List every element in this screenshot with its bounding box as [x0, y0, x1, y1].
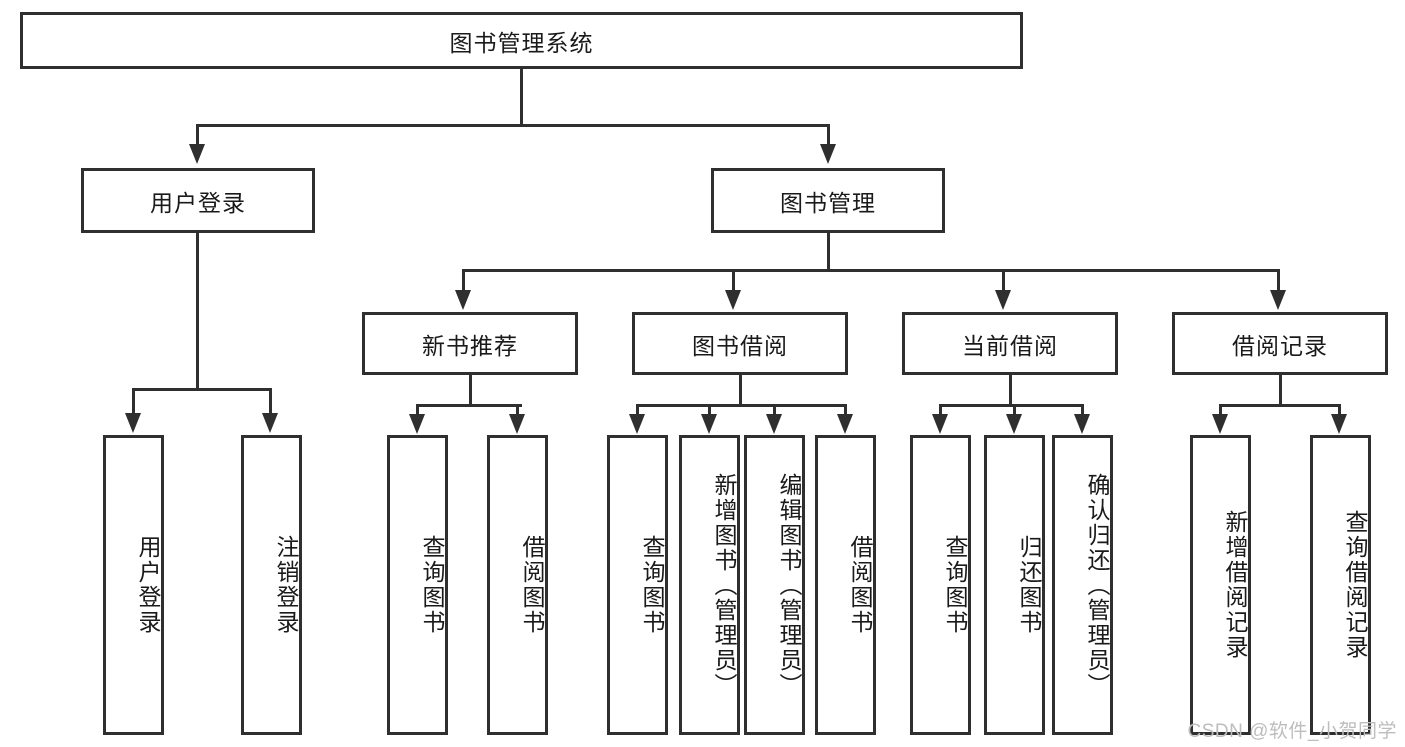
node-leaf-query-record[interactable]: 查询借阅记录	[1310, 435, 1371, 735]
edge-bm-to-new-book-rec	[462, 269, 465, 292]
node-current-borrow[interactable]: 当前借阅	[902, 312, 1118, 375]
arrow-bb-to-leaf-4	[837, 414, 853, 434]
node-new-book-rec-label: 新书推荐	[422, 332, 518, 359]
edge-br-to-leaf-1	[1219, 404, 1222, 416]
edge-bb-bus	[636, 404, 846, 407]
node-leaf-confirm-return[interactable]: 确认归还（管理员）	[1052, 435, 1113, 735]
arrow-nbr-to-leaf-2	[509, 414, 525, 434]
arrow-nbr-to-leaf-1	[409, 414, 425, 434]
arrow-cb-to-leaf-1	[932, 414, 948, 434]
edge-bb-to-leaf-3	[773, 404, 776, 416]
node-leaf-return-book[interactable]: 归还图书	[984, 435, 1045, 735]
node-book-manage-label: 图书管理	[780, 189, 876, 216]
edge-br-bus	[1219, 404, 1341, 407]
edge-user-login-to-leaf-1	[132, 388, 135, 415]
node-borrow-record-label: 借阅记录	[1232, 332, 1328, 359]
arrow-bm-to-current-borrow	[995, 290, 1011, 310]
arrow-bm-to-book-borrow	[725, 290, 741, 310]
arrow-br-to-leaf-2	[1331, 414, 1347, 434]
csdn-watermark: CSDN @软件_小贺同学	[1187, 721, 1397, 742]
node-leaf-query-book-1-label: 查询图书	[419, 535, 445, 635]
edge-br-stem	[1279, 375, 1282, 404]
edge-root-bus	[196, 124, 830, 127]
edge-user-login-stem	[196, 233, 199, 388]
arrow-bb-to-leaf-2	[701, 414, 717, 434]
edge-root-stem	[520, 69, 523, 124]
node-leaf-borrow-book-1[interactable]: 借阅图书	[487, 435, 548, 735]
arrow-cb-to-leaf-3	[1074, 414, 1090, 434]
edge-cb-to-leaf-3	[1081, 404, 1084, 416]
node-current-borrow-label: 当前借阅	[962, 332, 1058, 359]
node-leaf-add-record-label: 新增借阅记录	[1222, 510, 1248, 660]
edge-bb-to-leaf-2	[708, 404, 711, 416]
node-book-borrow-label: 图书借阅	[692, 332, 788, 359]
edge-cb-to-leaf-1	[939, 404, 942, 416]
node-leaf-query-book-3-label: 查询图书	[942, 535, 968, 635]
edge-user-login-bus	[132, 388, 272, 391]
arrow-root-to-book-manage	[820, 144, 836, 164]
node-user-login[interactable]: 用户登录	[81, 168, 315, 233]
arrow-user-login-to-leaf-1	[125, 413, 141, 433]
edge-bb-to-leaf-4	[844, 404, 847, 416]
edge-nbr-to-leaf-2	[516, 404, 519, 416]
arrow-bb-to-leaf-1	[629, 414, 645, 434]
node-book-borrow[interactable]: 图书借阅	[632, 312, 848, 375]
edge-bm-to-current-borrow	[1002, 269, 1005, 292]
arrow-br-to-leaf-1	[1212, 414, 1228, 434]
arrow-root-to-user-login	[189, 144, 205, 164]
node-leaf-add-book[interactable]: 新增图书（管理员）	[679, 435, 740, 735]
node-leaf-borrow-book-1-label: 借阅图书	[519, 535, 545, 635]
node-leaf-edit-book-label: 编辑图书（管理员）	[776, 472, 802, 698]
edge-cb-stem	[1009, 375, 1012, 404]
node-leaf-add-book-label: 新增图书（管理员）	[711, 472, 737, 698]
edge-br-to-leaf-2	[1338, 404, 1341, 416]
node-leaf-user-logout[interactable]: 注销登录	[241, 435, 302, 735]
arrow-bm-to-new-book-rec	[455, 290, 471, 310]
arrow-bm-to-borrow-record	[1270, 290, 1286, 310]
node-leaf-user-logout-label: 注销登录	[273, 535, 299, 635]
node-leaf-query-book-3[interactable]: 查询图书	[910, 435, 971, 735]
node-leaf-query-book-2-label: 查询图书	[639, 535, 665, 635]
edge-root-to-user-login	[196, 124, 199, 146]
edge-user-login-to-leaf-2	[269, 388, 272, 415]
edge-bm-to-book-borrow	[732, 269, 735, 292]
edge-cb-bus	[939, 404, 1083, 407]
edge-bb-stem	[739, 375, 742, 404]
node-leaf-query-book-2[interactable]: 查询图书	[607, 435, 668, 735]
node-leaf-borrow-book-2[interactable]: 借阅图书	[815, 435, 876, 735]
edge-nbr-to-leaf-1	[416, 404, 419, 416]
edge-nbr-bus	[416, 404, 522, 407]
node-root[interactable]: 图书管理系统	[20, 12, 1023, 69]
node-leaf-edit-book[interactable]: 编辑图书（管理员）	[744, 435, 805, 735]
node-root-label: 图书管理系统	[449, 29, 594, 56]
node-user-login-label: 用户登录	[150, 189, 246, 216]
node-leaf-user-login[interactable]: 用户登录	[103, 435, 164, 735]
node-leaf-confirm-return-label: 确认归还（管理员）	[1084, 472, 1110, 698]
node-leaf-borrow-book-2-label: 借阅图书	[847, 535, 873, 635]
arrow-cb-to-leaf-2	[1006, 414, 1022, 434]
edge-book-manage-stem	[827, 233, 830, 269]
node-leaf-return-book-label: 归还图书	[1016, 535, 1042, 635]
node-leaf-query-record-label: 查询借阅记录	[1342, 510, 1368, 660]
edge-root-to-book-manage	[827, 124, 830, 146]
edge-bm-to-borrow-record	[1277, 269, 1280, 292]
node-book-manage[interactable]: 图书管理	[711, 168, 945, 233]
edge-cb-to-leaf-2	[1013, 404, 1016, 416]
arrow-bb-to-leaf-3	[766, 414, 782, 434]
edge-nbr-stem	[469, 375, 472, 404]
node-leaf-user-login-label: 用户登录	[135, 535, 161, 635]
edge-bb-to-leaf-1	[636, 404, 639, 416]
node-new-book-rec[interactable]: 新书推荐	[362, 312, 578, 375]
node-borrow-record[interactable]: 借阅记录	[1172, 312, 1388, 375]
edge-book-manage-bus	[462, 269, 1280, 272]
node-leaf-query-book-1[interactable]: 查询图书	[387, 435, 448, 735]
arrow-user-login-to-leaf-2	[262, 413, 278, 433]
node-leaf-add-record[interactable]: 新增借阅记录	[1190, 435, 1251, 735]
